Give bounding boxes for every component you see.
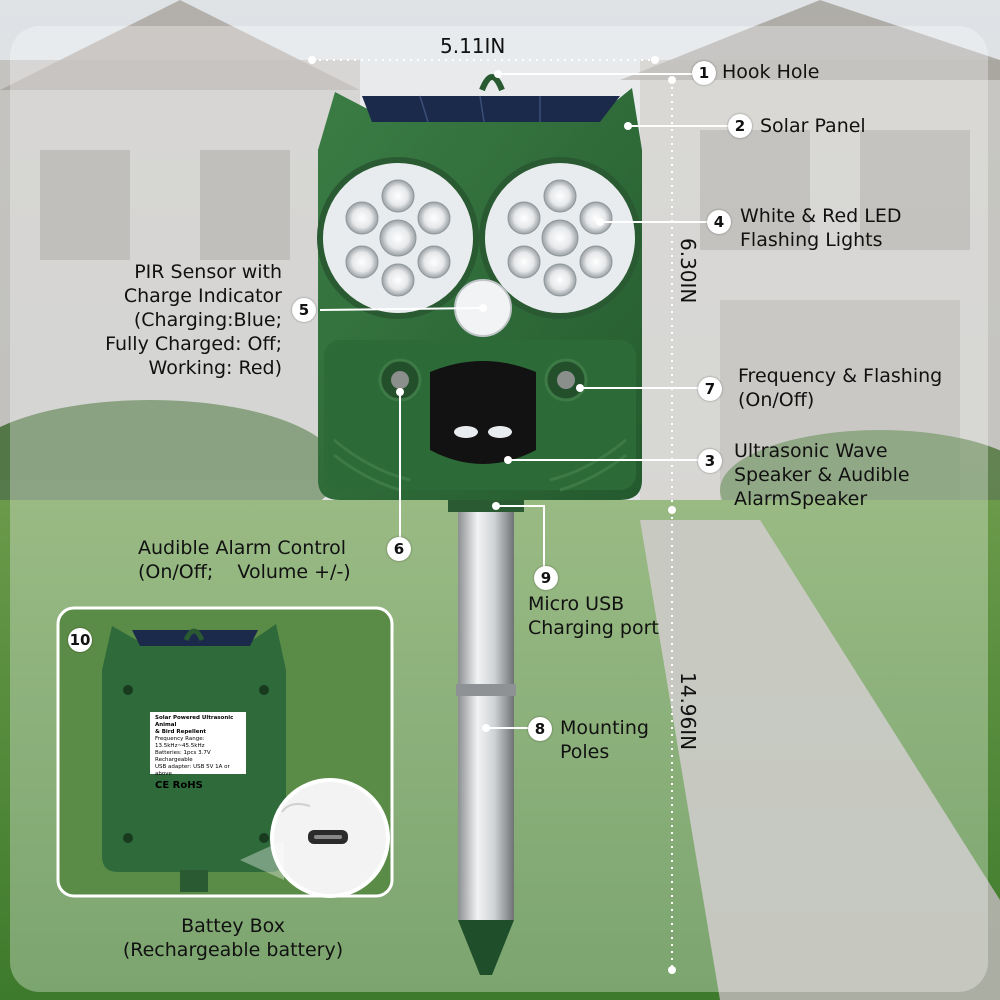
callout-pir-line-4: Fully Charged: Off; — [105, 333, 282, 355]
callout-frequency-line-2: (On/Off) — [738, 389, 815, 411]
callout-poles-line-1: Mounting — [560, 717, 649, 739]
callout-alarm-line-1: Audible Alarm Control — [138, 537, 347, 559]
callout-alarm-line-2: (On/Off; Volume +/-) — [138, 561, 351, 583]
callout-led-line-2: Flashing Lights — [740, 229, 883, 251]
callout-speaker-line-2: Speaker & Audible — [734, 464, 910, 486]
mounting-pole — [458, 500, 514, 920]
callout-battery-box: Battey Box (Rechargeable battery) — [103, 914, 363, 962]
callout-led-lights: White & Red LED Flashing Lights — [740, 204, 902, 252]
callout-battery-line-2: (Rechargeable battery) — [122, 939, 344, 961]
callout-pir-line-5: Working: Red) — [148, 357, 282, 379]
callout-frequency: Frequency & Flashing (On/Off) — [738, 364, 942, 412]
sticker-line-5: USB adapter: USB 5V 1A or above — [155, 764, 230, 777]
callout-number-3: 3 — [698, 449, 722, 473]
callout-pir-sensor: PIR Sensor with Charge Indicator (Chargi… — [105, 260, 282, 380]
dimension-lines — [312, 59, 673, 970]
callout-number-7: 7 — [698, 377, 722, 401]
callout-usb-line-1: Micro USB — [528, 593, 625, 615]
callout-speaker-line-3: AlarmSpeaker — [734, 488, 868, 510]
callout-mounting-poles: Mounting Poles — [560, 716, 649, 764]
dimension-height-top: 6.30IN — [676, 238, 700, 304]
battery-box-label: Solar Powered Ultrasonic Animal & Bird R… — [150, 712, 246, 791]
house-roof-left — [0, 0, 360, 90]
sticker-line-4: Batteries: 1pcs 3.7V Rechargeable — [155, 750, 211, 763]
callout-frequency-line-1: Frequency & Flashing — [738, 365, 943, 387]
repellent-device — [317, 74, 642, 500]
callout-pir-line-1: PIR Sensor with — [134, 261, 282, 283]
hook-hole — [479, 74, 505, 92]
callout-number-6: 6 — [387, 537, 411, 561]
callout-number-8: 8 — [528, 717, 552, 741]
callout-hook-hole: Hook Hole — [722, 61, 820, 83]
callout-poles-line-2: Poles — [560, 741, 610, 763]
callout-number-2: 2 — [728, 114, 752, 138]
callout-number-10: 10 — [68, 628, 92, 652]
window-right-2 — [860, 130, 970, 250]
window-left — [40, 150, 130, 260]
callout-alarm-control: Audible Alarm Control (On/Off; Volume +/… — [138, 536, 351, 584]
callout-number-1: 1 — [692, 61, 716, 85]
callout-pir-line-2: Charge Indicator — [123, 285, 282, 307]
sticker-line-3: Frequency Range: 13.5kHz~45.5kHz — [155, 736, 205, 749]
solar-panel — [362, 96, 620, 122]
callout-speaker-line-1: Ultrasonic Wave — [734, 440, 888, 462]
pole-joint — [456, 684, 516, 696]
callout-speaker: Ultrasonic Wave Speaker & Audible AlarmS… — [734, 439, 910, 511]
sticker-line-1: Solar Powered Ultrasonic Animal — [155, 715, 234, 728]
callout-number-5: 5 — [292, 298, 316, 322]
callout-number-4: 4 — [707, 210, 731, 234]
ultrasonic-speaker — [430, 361, 536, 464]
sticker-rohs: CE RoHS — [155, 780, 203, 791]
house-roof-right — [620, 0, 1000, 80]
ground-spike — [458, 920, 514, 975]
dimension-height-total: 14.96IN — [676, 672, 700, 751]
window-left-2 — [200, 150, 290, 260]
callout-micro-usb: Micro USB Charging port — [528, 592, 659, 640]
callout-battery-line-1: Battey Box — [181, 915, 285, 937]
callout-usb-line-2: Charging port — [528, 617, 659, 639]
callout-solar-panel: Solar Panel — [760, 115, 866, 137]
callout-led-line-1: White & Red LED — [740, 205, 902, 227]
callout-number-9: 9 — [534, 566, 558, 590]
sticker-line-2: & Bird Repellent — [155, 729, 207, 735]
pole-mount — [448, 498, 524, 512]
callout-pir-line-3: (Charging:Blue; — [133, 309, 282, 331]
dimension-width: 5.11IN — [440, 34, 506, 58]
garden-path — [640, 520, 1000, 1000]
